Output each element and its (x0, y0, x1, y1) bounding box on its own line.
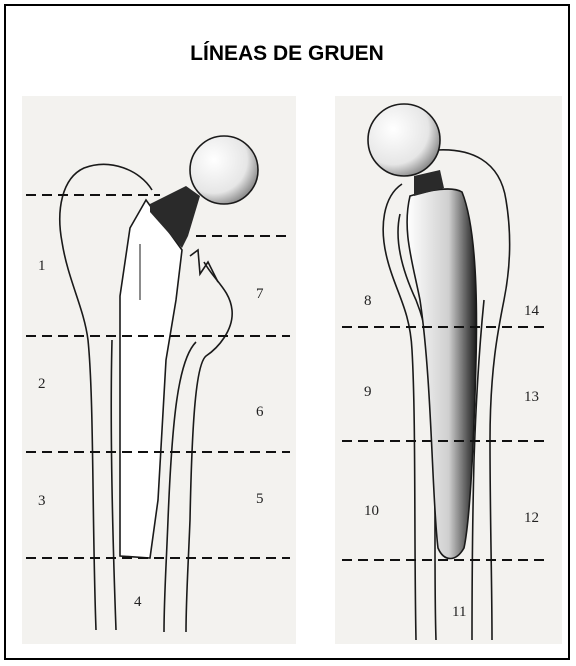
zone-label-13: 13 (524, 389, 539, 405)
zone-label-14: 14 (524, 303, 540, 319)
zone-label-7: 7 (256, 286, 264, 302)
zone-label-1: 1 (38, 258, 46, 274)
zone-label-12: 12 (524, 510, 539, 526)
lateral-femoral-head (368, 104, 440, 176)
zone-label-11: 11 (452, 604, 466, 620)
zone-label-5: 5 (256, 491, 264, 507)
zone-label-3: 3 (38, 493, 46, 509)
zone-label-8: 8 (364, 293, 372, 309)
zone-label-10: 10 (364, 503, 379, 519)
zone-label-4: 4 (134, 594, 142, 610)
zone-label-9: 9 (364, 384, 372, 400)
zone-label-2: 2 (38, 376, 46, 392)
ap-femoral-head (190, 136, 258, 204)
zone-label-6: 6 (256, 404, 264, 420)
